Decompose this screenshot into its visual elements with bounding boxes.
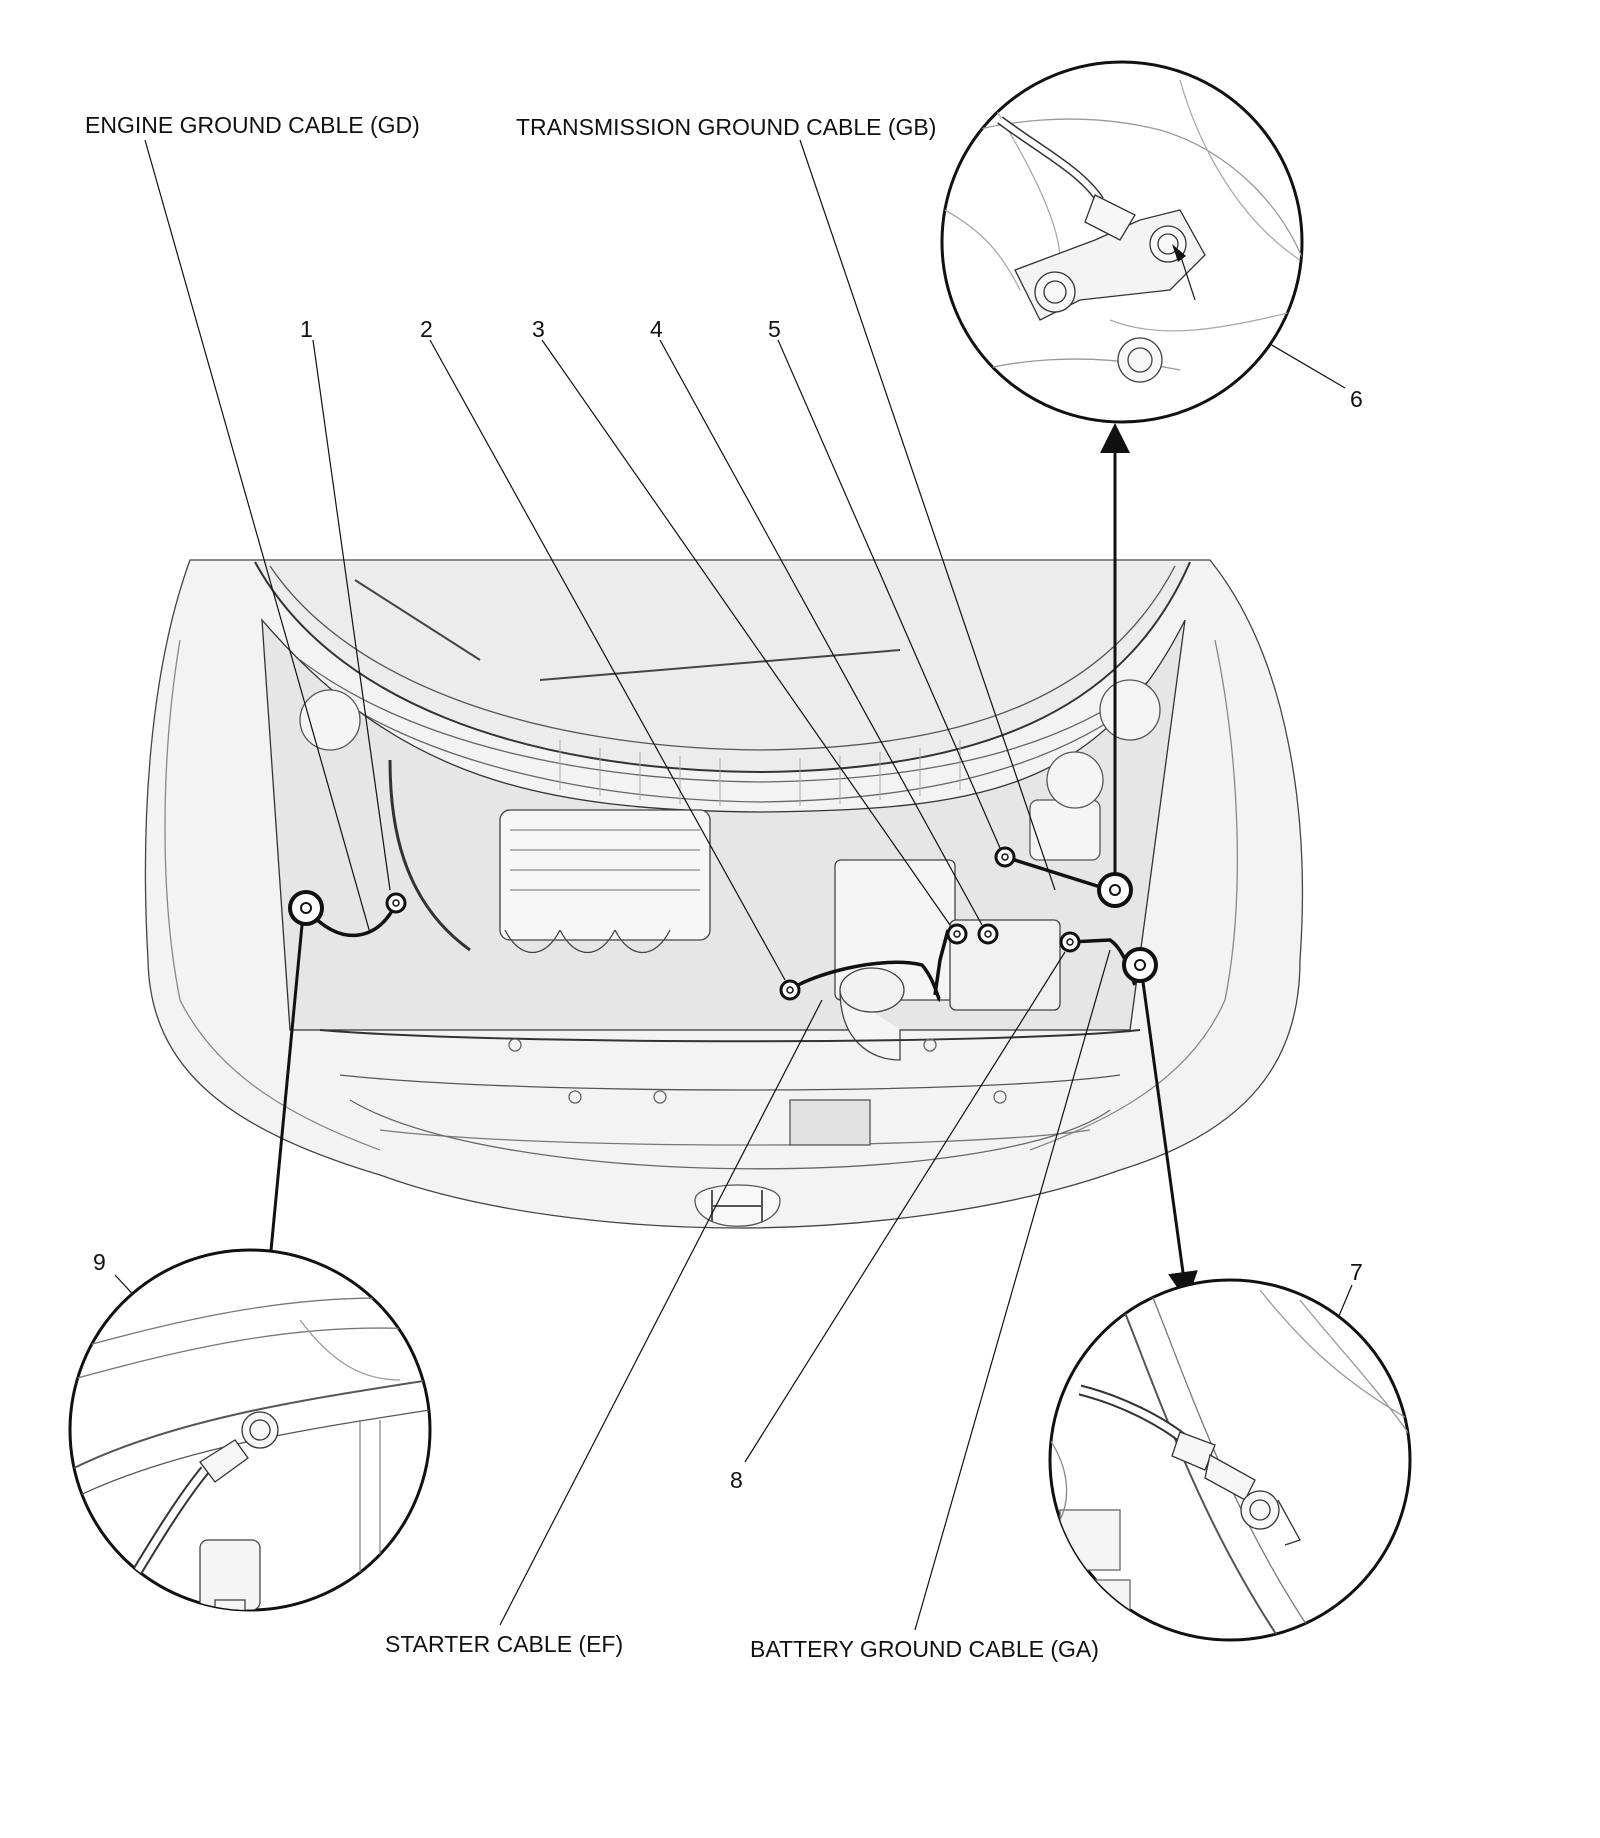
callout-7: 7 [1350, 1259, 1363, 1285]
label-starter-cable: STARTER CABLE (EF) [385, 1631, 623, 1657]
leader-transmission-ground [799, 139, 1056, 891]
leader-8 [744, 951, 1066, 1463]
callout-5: 5 [768, 316, 781, 342]
leader-starter [499, 999, 823, 1626]
leader-5 [777, 339, 1001, 849]
callout-2: 2 [420, 316, 433, 342]
hood [254, 561, 1191, 774]
detail-arrows [254, 423, 1198, 1302]
labels: ENGINE GROUND CABLE (GD) TRANSMISSION GR… [85, 112, 1363, 1662]
label-battery-ground-cable: BATTERY GROUND CABLE (GA) [750, 1636, 1099, 1662]
callout-4: 4 [650, 316, 663, 342]
arrow-to-detail-7 [1141, 981, 1198, 1302]
callout-9: 9 [93, 1249, 106, 1275]
callout-6: 6 [1350, 386, 1363, 412]
leader-2 [429, 339, 786, 981]
label-transmission-ground-cable: TRANSMISSION GROUND CABLE (GB) [516, 114, 936, 140]
detail-view-7 [1048, 1278, 1412, 1642]
detail-view-6 [940, 60, 1304, 424]
brand-emblem [694, 1184, 781, 1227]
callout-3: 3 [532, 316, 545, 342]
callout-8: 8 [730, 1467, 743, 1493]
leader-3 [541, 339, 951, 926]
leader-4 [659, 339, 983, 926]
detail-view-9 [68, 1248, 432, 1612]
transmission-ground-cable-run [1004, 855, 1111, 892]
leader-battery-ground [914, 949, 1111, 1631]
callout-1: 1 [300, 316, 313, 342]
connection-points [288, 846, 1158, 1001]
leader-engine-ground [144, 139, 371, 934]
arrow-to-detail-9 [254, 924, 304, 1297]
leader-1 [312, 339, 391, 891]
label-engine-ground-cable: ENGINE GROUND CABLE (GD) [85, 112, 420, 138]
intake-manifold [499, 809, 711, 941]
